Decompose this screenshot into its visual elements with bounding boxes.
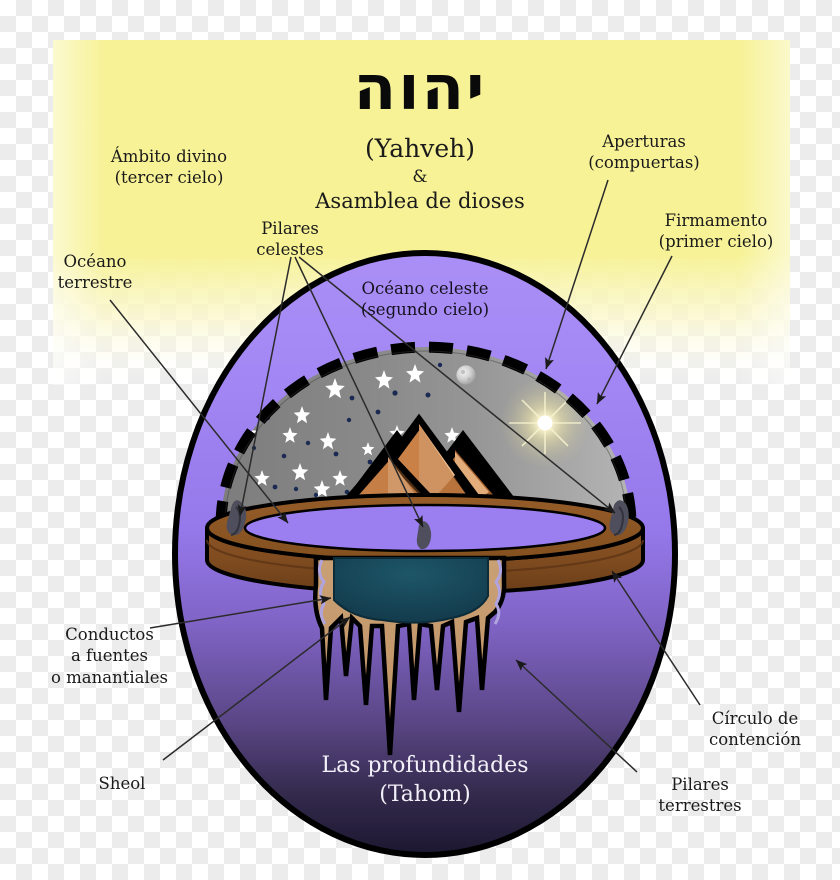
label-divine-realm-line2: (tercer cielo) (114, 168, 224, 188)
label-celestial-ocean-line1: Océano celeste (361, 279, 489, 298)
label-conduits-line2: a fuentes (70, 646, 149, 666)
label-deep-line1: Las profundidades (321, 753, 529, 778)
leader-terrestrial-ocean (109, 299, 289, 524)
label-terrestrial-pillars: Pilares terrestres (620, 774, 780, 817)
leader-celestial-pillar-center (294, 256, 424, 528)
label-containment-circle: Círculo de contención (675, 708, 835, 751)
label-sheol-line1: Sheol (98, 774, 146, 793)
title-transliteration: (Yahveh) (364, 134, 476, 163)
title-ampersand: & (412, 167, 428, 187)
label-divine-realm-line1: Ámbito divino (110, 147, 228, 166)
label-openings-line1: Aperturas (602, 132, 686, 151)
leader-celestial-pillar-right (298, 256, 616, 514)
leader-firmament (596, 255, 673, 405)
label-terrestrial-ocean-line1: Océano (63, 252, 127, 271)
label-terrestrial-ocean-line2: terrestre (57, 273, 133, 293)
label-celestial-pillars-line1: Pilares (261, 219, 319, 238)
label-containment-circle-line1: Círculo de (711, 709, 799, 728)
label-deep: Las profundidades (Tahom) (275, 752, 575, 809)
leader-celestial-pillar-left (237, 256, 292, 517)
label-divine-realm: Ámbito divino (tercer cielo) (56, 146, 282, 189)
leader-containment-circle (611, 570, 701, 706)
conduit-left (317, 559, 327, 625)
label-openings: Aperturas (compuertas) (564, 131, 724, 174)
leader-conduits (149, 595, 332, 629)
moon-icon (456, 365, 476, 385)
label-conduits: Conductos a fuentes o manantiales (22, 624, 197, 688)
label-firmament-line1: Firmamento (664, 211, 768, 230)
label-celestial-pillars: Pilares celestes (222, 218, 358, 261)
abyss-tahom (313, 555, 507, 756)
label-celestial-pillars-line2: celestes (256, 240, 324, 260)
leader-sheol (162, 616, 351, 761)
leader-lines (109, 179, 701, 773)
celestial-pillars (226, 500, 629, 550)
label-sheol: Sheol (62, 773, 182, 794)
title-subtitle: Asamblea de dioses (315, 189, 525, 213)
page-title-hebrew: יהוה (353, 51, 487, 124)
divine-realm-panel (53, 40, 790, 385)
label-terrestrial-pillars-line1: Pilares (671, 775, 729, 794)
label-terrestrial-ocean: Océano terrestre (28, 251, 162, 294)
deep-water (333, 557, 489, 624)
firmament-shell-dashed (215, 341, 637, 526)
label-terrestrial-pillars-line2: terrestres (658, 796, 742, 816)
label-conduits-line3: o manantiales (50, 667, 168, 687)
label-deep-line2: (Tahom) (379, 781, 471, 807)
label-celestial-ocean: Océano celeste (segundo cielo) (335, 278, 515, 321)
conduit-right (493, 559, 503, 625)
leader-terrestrial-pillars (515, 659, 638, 773)
leader-openings (545, 179, 609, 370)
label-firmament: Firmamento (primer cielo) (626, 210, 806, 253)
label-openings-line2: (compuertas) (588, 153, 700, 173)
label-conduits-line1: Conductos (65, 625, 154, 644)
label-containment-circle-line2: contención (709, 730, 801, 750)
label-celestial-ocean-line2: (segundo cielo) (360, 300, 490, 320)
label-firmament-line2: (primer cielo) (658, 232, 774, 252)
